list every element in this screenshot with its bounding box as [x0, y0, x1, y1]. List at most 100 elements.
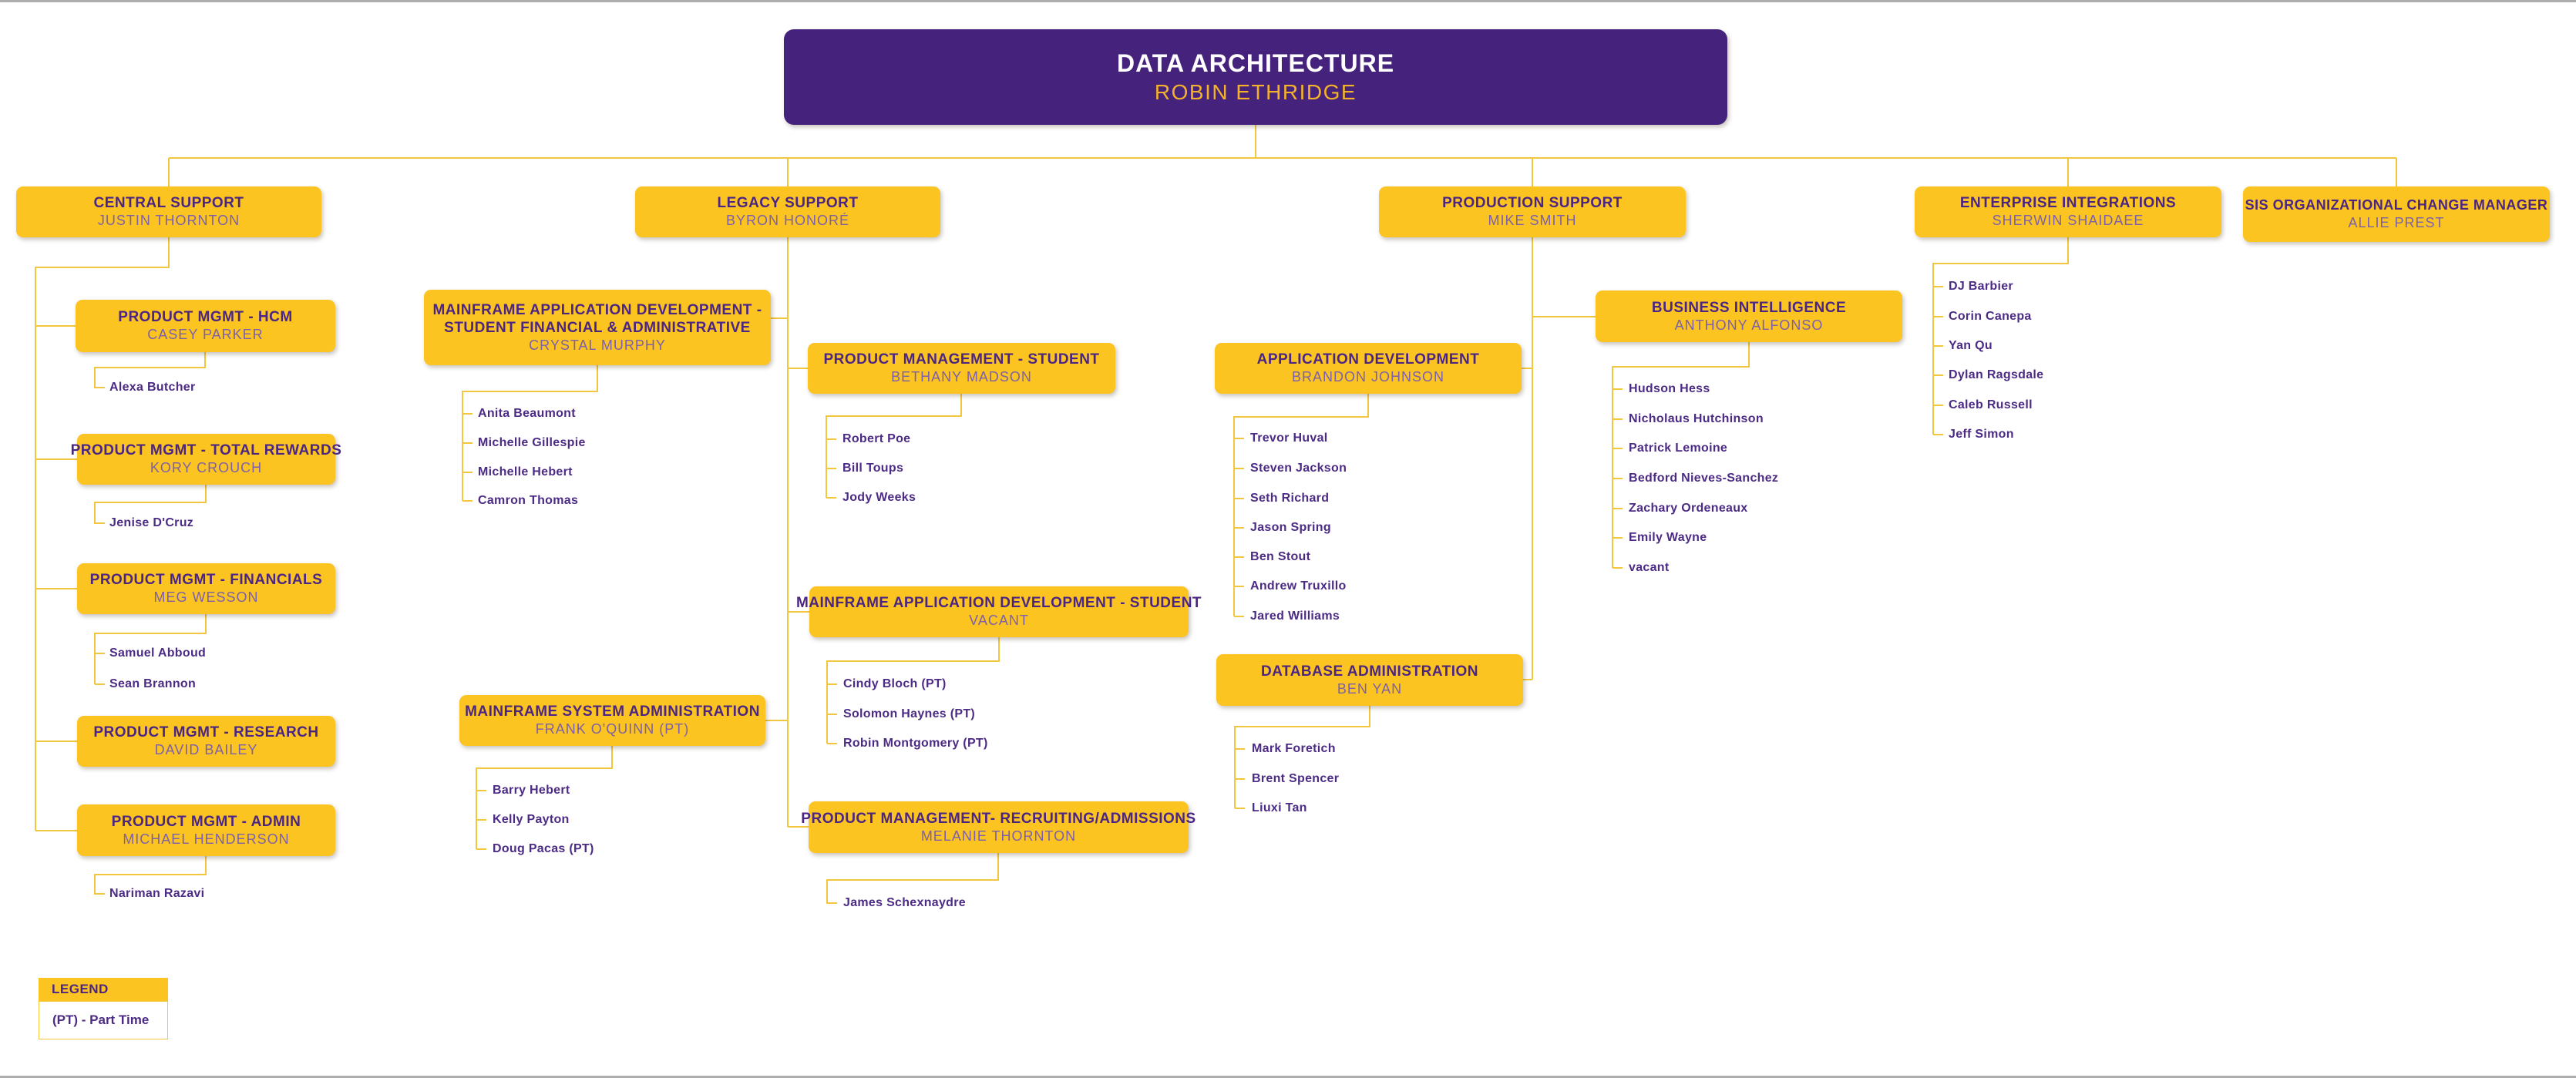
member-name: vacant	[1629, 561, 1670, 574]
connector-root-to-top-level	[168, 125, 2397, 186]
connector-central-support-members	[94, 352, 207, 895]
node-leader-name: BETHANY MADSON	[891, 369, 1032, 385]
node-leader-name: FRANK O'QUINN (PT)	[535, 721, 690, 737]
node-title: MAINFRAME APPLICATION DEVELOPMENT - STUD…	[432, 301, 762, 336]
window-edge-top	[0, 0, 2576, 2]
legend-header: LEGEND	[39, 978, 168, 1001]
member-name: Jason Spring	[1250, 521, 1331, 534]
node-mainframe-app-dev-student: MAINFRAME APPLICATION DEVELOPMENT - STUD…	[796, 586, 1202, 637]
node-leader-name: ROBIN ETHRIDGE	[1154, 80, 1357, 105]
member-name: Michelle Hebert	[478, 465, 573, 479]
node-product-mgmt-admin: PRODUCT MGMT - ADMIN MICHAEL HENDERSON	[77, 804, 335, 856]
node-application-development: APPLICATION DEVELOPMENT BRANDON JOHNSON	[1215, 343, 1522, 394]
member-name: Steven Jackson	[1250, 462, 1347, 475]
member-name: Ben Stout	[1250, 550, 1311, 563]
member-name: DJ Barbier	[1949, 280, 2013, 293]
member-name: Alexa Butcher	[109, 381, 196, 394]
legend-entry: (PT) - Part Time	[52, 1013, 150, 1027]
member-name: Liuxi Tan	[1252, 801, 1307, 814]
node-leader-name: MICHAEL HENDERSON	[123, 831, 290, 847]
member-name: Camron Thomas	[478, 494, 579, 507]
connector-enterprise-integrations-members	[1932, 237, 2069, 435]
node-title: APPLICATION DEVELOPMENT	[1256, 351, 1480, 368]
node-product-management-recruiting-admissions: PRODUCT MANAGEMENT- RECRUITING/ADMISSION…	[801, 801, 1196, 853]
node-mainframe-system-administration: MAINFRAME SYSTEM ADMINISTRATION FRANK O'…	[459, 695, 765, 746]
node-title: DATA ARCHITECTURE	[1116, 49, 1395, 77]
connector-legacy-support-branch	[765, 236, 809, 828]
member-name: Seth Richard	[1250, 492, 1330, 505]
node-product-mgmt-hcm: PRODUCT MGMT - HCM CASEY PARKER	[76, 300, 335, 352]
connector-central-support-branch	[35, 236, 170, 831]
node-leader-name: CRYSTAL MURPHY	[529, 337, 666, 353]
member-name: Anita Beaumont	[478, 407, 576, 420]
node-leader-name: KORY CROUCH	[150, 460, 263, 476]
member-name: Nariman Razavi	[109, 887, 205, 900]
node-data-architecture: DATA ARCHITECTURE ROBIN ETHRIDGE	[784, 29, 1727, 125]
node-leader-name: MEG WESSON	[153, 589, 259, 606]
member-name: Barry Hebert	[493, 784, 570, 797]
node-product-mgmt-total-rewards: PRODUCT MGMT - TOTAL REWARDS KORY CROUCH	[71, 434, 341, 485]
node-title: PRODUCT MGMT - ADMIN	[111, 813, 301, 830]
node-leader-name: MELANIE THORNTON	[920, 828, 1077, 844]
node-leader-name: JUSTIN THORNTON	[97, 213, 240, 229]
member-name: Bill Toups	[842, 462, 904, 475]
node-leader-name: VACANT	[969, 613, 1029, 629]
member-name: Bedford Nieves-Sanchez	[1629, 472, 1779, 485]
node-leader-name: BRANDON JOHNSON	[1291, 369, 1444, 385]
node-leader-name: MIKE SMITH	[1488, 213, 1577, 229]
node-product-mgmt-financials: PRODUCT MGMT - FINANCIALS MEG WESSON	[77, 563, 335, 614]
member-name: Jared Williams	[1250, 610, 1340, 623]
member-name: Sean Brannon	[109, 677, 197, 690]
member-name: Mark Foretich	[1252, 742, 1336, 755]
member-name: Dylan Ragsdale	[1949, 368, 2044, 381]
node-legacy-support: LEGACY SUPPORT BYRON HONORÉ	[635, 186, 940, 237]
node-title: ENTERPRISE INTEGRATIONS	[1959, 195, 2177, 212]
legend-body: (PT) - Part Time	[39, 1001, 168, 1039]
node-title: PRODUCT MGMT - FINANCIALS	[89, 572, 323, 589]
member-name: Robert Poe	[842, 432, 911, 445]
node-title: PRODUCT MGMT - HCM	[118, 309, 293, 326]
member-name: Cindy Bloch (PT)	[843, 677, 947, 690]
member-name: Emily Wayne	[1629, 531, 1707, 544]
member-name: James Schexnaydre	[843, 896, 966, 909]
member-name: Yan Qu	[1949, 339, 1993, 352]
node-title: PRODUCT MANAGEMENT - STUDENT	[823, 351, 1100, 368]
node-leader-name: BEN YAN	[1337, 680, 1403, 697]
node-title: MAINFRAME SYSTEM ADMINISTRATION	[465, 704, 760, 720]
member-name: Andrew Truxillo	[1250, 579, 1347, 593]
node-central-support: CENTRAL SUPPORT JUSTIN THORNTON	[16, 186, 321, 237]
node-leader-name: ANTHONY ALFONSO	[1674, 317, 1824, 333]
node-leader-name: DAVID BAILEY	[154, 742, 258, 758]
node-title: PRODUCT MGMT - TOTAL REWARDS	[70, 442, 342, 459]
node-database-administration: DATABASE ADMINISTRATION BEN YAN	[1216, 654, 1523, 706]
legend-title: LEGEND	[52, 982, 109, 996]
member-name: Corin Canepa	[1949, 310, 2032, 323]
member-name: Kelly Payton	[493, 813, 570, 826]
member-name: Samuel Abboud	[109, 646, 207, 660]
window-edge-bottom	[0, 1076, 2576, 1078]
member-name: Jody Weeks	[842, 491, 916, 504]
node-business-intelligence: BUSINESS INTELLIGENCE ANTHONY ALFONSO	[1596, 290, 1902, 342]
node-title: CENTRAL SUPPORT	[93, 195, 244, 212]
member-name: Brent Spencer	[1252, 772, 1340, 785]
node-leader-name: ALLIE PREST	[2348, 214, 2445, 230]
member-name: Jenise D'Cruz	[109, 516, 194, 529]
node-sis-organizational-change-manager: SIS ORGANIZATIONAL CHANGE MANAGER ALLIE …	[2243, 186, 2550, 242]
node-product-mgmt-research: PRODUCT MGMT - RESEARCH DAVID BAILEY	[77, 716, 335, 767]
connector-production-support-branch	[1522, 236, 1596, 680]
node-title: PRODUCT MANAGEMENT- RECRUITING/ADMISSION…	[801, 810, 1196, 827]
node-leader-name: CASEY PARKER	[147, 327, 264, 343]
connector-legacy-members	[462, 365, 1000, 904]
node-leader-name: BYRON HONORÉ	[725, 213, 850, 229]
node-title: PRODUCT MGMT - RESEARCH	[93, 724, 319, 741]
node-title: LEGACY SUPPORT	[717, 195, 859, 212]
member-name: Jeff Simon	[1949, 428, 2014, 441]
member-name: Zachary Ordeneaux	[1629, 502, 1748, 515]
node-enterprise-integrations: ENTERPRISE INTEGRATIONS SHERWIN SHAIDAEE	[1915, 186, 2221, 237]
member-name: Michelle Gillespie	[478, 436, 586, 449]
member-name: Robin Montgomery (PT)	[843, 737, 988, 750]
node-title: DATABASE ADMINISTRATION	[1260, 663, 1479, 680]
node-title: BUSINESS INTELLIGENCE	[1651, 299, 1847, 316]
node-title: SIS ORGANIZATIONAL CHANGE MANAGER	[2245, 196, 2548, 213]
